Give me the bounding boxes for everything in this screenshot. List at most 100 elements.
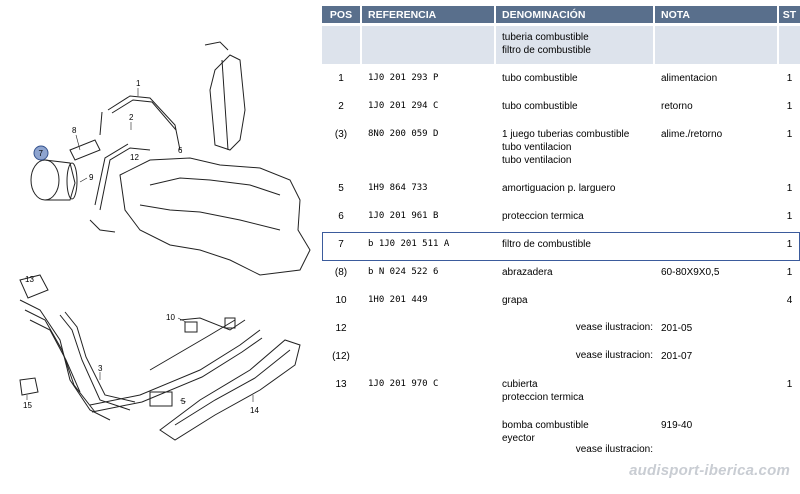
cell-ref: 8N0 200 059 D [362, 123, 494, 174]
denominacion-line: eyector [502, 433, 535, 444]
cell-pos: 13 [322, 373, 360, 411]
cell-ref: 1J0 201 961 B [362, 205, 494, 230]
denominacion-line: tubo combustible [502, 101, 578, 112]
cell-nota [655, 177, 777, 202]
callout-13: 13 [25, 275, 34, 284]
cell-nota: alimentacion [655, 67, 777, 92]
callout-3: 3 [98, 364, 103, 373]
denominacion-line: proteccion termica [502, 211, 584, 222]
callout-12: 12 [130, 153, 139, 162]
cell-st: 1 [779, 67, 800, 92]
cell-nota: 60-80X9X0,5 [655, 261, 777, 286]
cell-pos: 6 [322, 205, 360, 230]
callout-7: 7 [39, 149, 44, 158]
cell-pos: (12) [322, 345, 360, 370]
denominacion-line: amortiguacion p. larguero [502, 183, 616, 194]
cell-denominacion: amortiguacion p. larguero [496, 177, 653, 202]
cell-pos [322, 414, 360, 464]
cell-nota: retorno [655, 95, 777, 120]
callout-9: 9 [89, 173, 94, 182]
cell-pos: 7 [322, 233, 360, 258]
fuel-filter-shape [30, 159, 60, 201]
cell-ref: 1H0 201 449 [362, 289, 494, 314]
header-ref: REFERENCIA [362, 6, 494, 23]
denominacion-line: filtro de combustible [502, 45, 591, 56]
cell-denominacion: proteccion termica [496, 205, 653, 230]
filler-neck [209, 54, 246, 151]
cell-ref: b N 024 522 6 [362, 261, 494, 286]
cell-pos: 2 [322, 95, 360, 120]
cell-ref [362, 414, 494, 464]
cell-st [779, 414, 800, 464]
see-illustration-label: vease ilustracion: [575, 322, 653, 333]
callout-6: 6 [178, 146, 183, 155]
cell-ref: b 1J0 201 511 A [362, 233, 494, 258]
denominacion-line: tubo combustible [502, 73, 578, 84]
cell-ref [362, 317, 494, 342]
denominacion-line: proteccion termica [502, 392, 584, 403]
cell-st: 1 [779, 261, 800, 286]
cell-nota: 919-40 [655, 414, 777, 464]
watermark: audisport-iberica.com [629, 462, 790, 479]
cell-denominacion [496, 345, 653, 370]
cell-st: 1 [779, 205, 800, 230]
cell-ref: 1J0 201 293 P [362, 67, 494, 92]
cell-st: 1 [779, 95, 800, 120]
parts-diagram: 7 1 2 3 5 6 8 9 10 12 13 14 15 [19, 41, 311, 441]
cell-denominacion: grapa [496, 289, 653, 314]
cell-ref: 1J0 201 294 C [362, 95, 494, 120]
denominacion-line: bomba combustible [502, 420, 589, 431]
callout-8: 8 [72, 126, 77, 135]
denominacion-line: cubierta [502, 379, 538, 390]
cell-st: 4 [779, 289, 800, 314]
denominacion-line: tubo ventilacion [502, 155, 572, 166]
cell-pos [322, 26, 360, 64]
denominacion-line: filtro de combustible [502, 239, 591, 250]
cell-st: 1 [779, 373, 800, 411]
cell-st [779, 26, 800, 64]
cell-pos: 5 [322, 177, 360, 202]
cell-nota [655, 373, 777, 411]
callout-10: 10 [166, 313, 175, 322]
cell-denominacion [496, 317, 653, 342]
cell-nota [655, 26, 777, 64]
denominacion-line: tubo ventilacion [502, 142, 572, 153]
cell-st: 1 [779, 233, 800, 258]
cell-pos: 10 [322, 289, 360, 314]
cell-nota [655, 205, 777, 230]
header-den: DENOMINACIÓN [496, 6, 653, 23]
cell-ref [362, 345, 494, 370]
callout-1: 1 [136, 79, 141, 88]
cell-pos: 1 [322, 67, 360, 92]
see-illustration-label: vease ilustracion: [575, 350, 653, 361]
cell-ref: 1H9 864 733 [362, 177, 494, 202]
cell-pos: (3) [322, 123, 360, 174]
denominacion-line: grapa [502, 295, 528, 306]
cell-denominacion: cubierta proteccion termica [496, 373, 653, 411]
fuel-tank-outline [119, 157, 311, 276]
callout-2: 2 [129, 113, 134, 122]
cell-denominacion: tuberia combustible filtro de combustible [496, 26, 653, 64]
heat-shield [159, 339, 301, 441]
denominacion-line: tuberia combustible [502, 32, 589, 43]
callout-7-marker [33, 145, 49, 161]
header-nota: NOTA [655, 6, 777, 23]
cell-nota: 201-07 [655, 345, 777, 370]
fuel-line-1 [107, 95, 181, 151]
table-row[interactable]: tuberia combustible filtro de combustible [322, 26, 800, 66]
cell-pos: (8) [322, 261, 360, 286]
header-pos: POS [322, 6, 360, 23]
